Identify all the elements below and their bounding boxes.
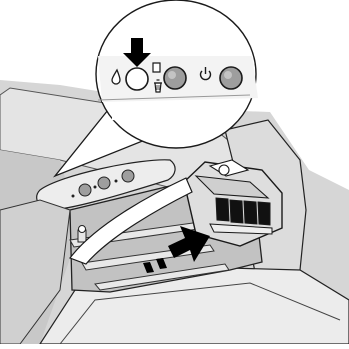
power-button[interactable]	[220, 67, 242, 89]
paper-cancel-button[interactable]	[164, 67, 186, 89]
carriage-release-clip	[78, 226, 86, 243]
panel-paper-button-small	[98, 177, 110, 189]
control-panel-closeup	[98, 56, 258, 102]
ink-button[interactable]	[126, 68, 148, 90]
panel-power-button-small	[122, 170, 134, 182]
panel-ink-button-small	[79, 184, 91, 196]
